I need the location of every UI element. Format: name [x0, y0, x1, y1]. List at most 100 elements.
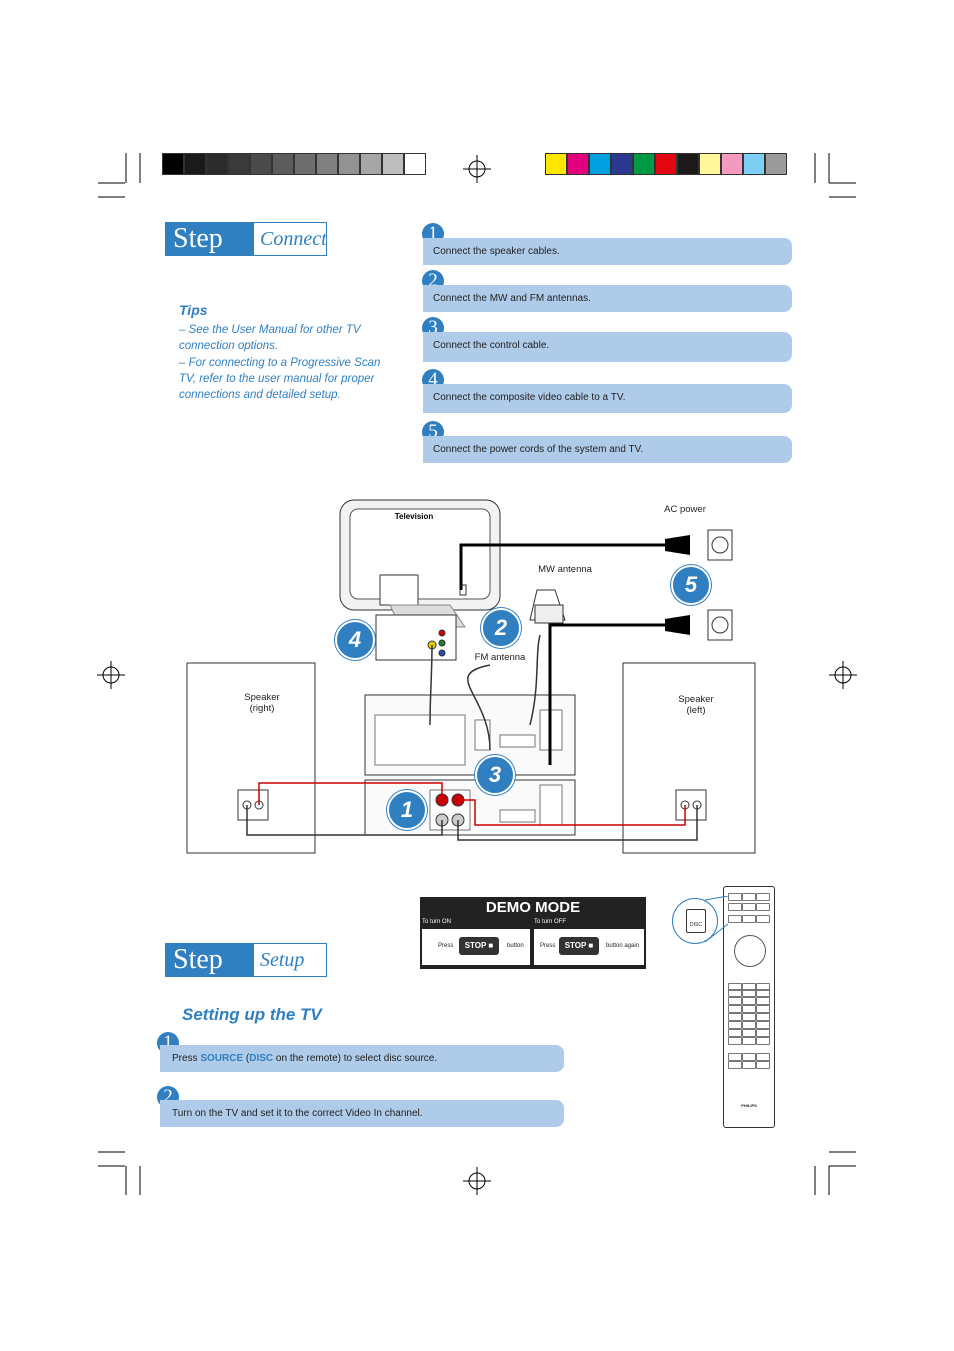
setup-step-2: Turn on the TV and set it to the correct… — [160, 1100, 564, 1127]
gray-swatch — [382, 153, 404, 175]
fm-antenna-label: FM antenna — [474, 652, 526, 663]
step-a-header: Step A Connect — [165, 222, 327, 288]
gray-swatch — [272, 153, 294, 175]
remote-button — [756, 915, 770, 923]
connect-step-2: Connect the MW and FM antennas. — [423, 285, 792, 312]
process-swatch — [611, 153, 633, 175]
remote-button — [756, 1053, 770, 1061]
tip-1: – See the User Manual for other TV conne… — [179, 324, 361, 353]
cables — [246, 543, 698, 841]
mw-antenna-label: MW antenna — [538, 564, 592, 575]
remote-button — [756, 983, 770, 991]
setup-step-1-mid: ( — [243, 1053, 250, 1064]
ac-plug-bottom — [665, 609, 733, 641]
process-swatch — [567, 153, 589, 175]
demo-mode-title: DEMO MODE — [485, 899, 581, 916]
process-swatch — [655, 153, 677, 175]
remote-button — [742, 893, 756, 901]
remote-brand: PHILIPS — [741, 1103, 757, 1108]
speaker-right-label-line2: (right) — [249, 703, 275, 714]
remote-button — [728, 983, 742, 991]
remote-button — [728, 997, 742, 1005]
speaker-left-label-line1: Speaker — [678, 694, 714, 705]
remote-button — [756, 1013, 770, 1021]
zoom-lines — [704, 896, 729, 943]
remote-button — [756, 989, 770, 997]
demo-on-button-text: button — [507, 943, 524, 949]
callout-4: 4 — [335, 620, 375, 660]
demo-mode-panel: DEMO MODE To turn ON To turn OFF Press S… — [420, 897, 646, 969]
callout-5: 5 — [671, 565, 711, 605]
remote-button — [742, 903, 756, 911]
demo-on-press: Press — [438, 943, 454, 949]
remote-button — [742, 1005, 756, 1013]
gray-swatch — [250, 153, 272, 175]
callout-3: 3 — [475, 755, 515, 795]
gray-swatch — [184, 153, 206, 175]
remote-button — [742, 1061, 756, 1069]
remote-button — [742, 983, 756, 991]
remote-button — [728, 1037, 742, 1045]
speaker-right-label: Speaker (right) — [222, 692, 302, 714]
gray-swatch — [316, 153, 338, 175]
step-a-subtitle: Connect — [253, 222, 327, 256]
demo-on-box: Press STOP ■ button — [422, 929, 530, 965]
remote-dpad — [734, 935, 766, 967]
callout-2: 2 — [481, 608, 521, 648]
connect-step-5: Connect the power cords of the system an… — [423, 436, 792, 463]
process-swatch — [765, 153, 787, 175]
process-swatch — [589, 153, 611, 175]
remote-button — [728, 1021, 742, 1029]
ac-power-label: AC power — [664, 504, 706, 515]
remote-button — [742, 1037, 756, 1045]
remote-button — [728, 989, 742, 997]
remote-button — [728, 1061, 742, 1069]
gray-swatch — [338, 153, 360, 175]
remote-button — [742, 989, 756, 997]
remote-button — [742, 1013, 756, 1021]
demo-off-press: Press — [540, 943, 556, 949]
gray-swatch — [294, 153, 316, 175]
remote-button — [756, 903, 770, 911]
process-swatch — [699, 153, 721, 175]
gray-swatch — [360, 153, 382, 175]
connection-diagram: Television — [186, 499, 756, 854]
remote-button — [728, 1005, 742, 1013]
step-b-label: Step B — [165, 943, 253, 1009]
remote-button — [742, 1053, 756, 1061]
process-swatch — [677, 153, 699, 175]
remote-button — [756, 893, 770, 901]
step-a-label: Step A — [165, 222, 253, 288]
remote-button — [756, 1037, 770, 1045]
disc-key: DISC — [686, 909, 706, 933]
demo-off-stop-button: STOP ■ — [559, 937, 599, 955]
mw-antenna-illustration — [529, 589, 566, 624]
ac-plug-top — [665, 529, 733, 561]
tips-heading: Tips — [179, 302, 208, 318]
gray-swatch — [404, 153, 426, 175]
remote-button — [742, 997, 756, 1005]
tips-box: Tips – See the User Manual for other TV … — [179, 302, 389, 403]
speaker-right-illustration — [186, 662, 316, 854]
speaker-left-label: Speaker (left) — [656, 694, 736, 716]
setup-step-1: Press SOURCE (DISC on the remote) to sel… — [160, 1045, 564, 1072]
demo-off-box: Press STOP ■ button again — [534, 929, 644, 965]
tv-rear-panel-inset — [375, 604, 466, 661]
speaker-left-label-line2: (left) — [686, 705, 706, 716]
remote-button — [728, 893, 742, 901]
demo-on-stop-button: STOP ■ — [459, 937, 499, 955]
remote-button — [756, 1005, 770, 1013]
gray-swatch — [228, 153, 250, 175]
process-swatch — [721, 153, 743, 175]
remote-button — [756, 1029, 770, 1037]
remote-button — [728, 1013, 742, 1021]
remote-button — [742, 915, 756, 923]
demo-off-button-text: button again — [606, 943, 640, 949]
step-b-header: Step B Setup — [165, 943, 327, 1009]
disc-keyword: DISC — [249, 1053, 274, 1064]
gray-swatch — [162, 153, 184, 175]
step-b-subtitle: Setup — [253, 943, 327, 977]
callout-1: 1 — [387, 790, 427, 830]
remote-button — [756, 1061, 770, 1069]
